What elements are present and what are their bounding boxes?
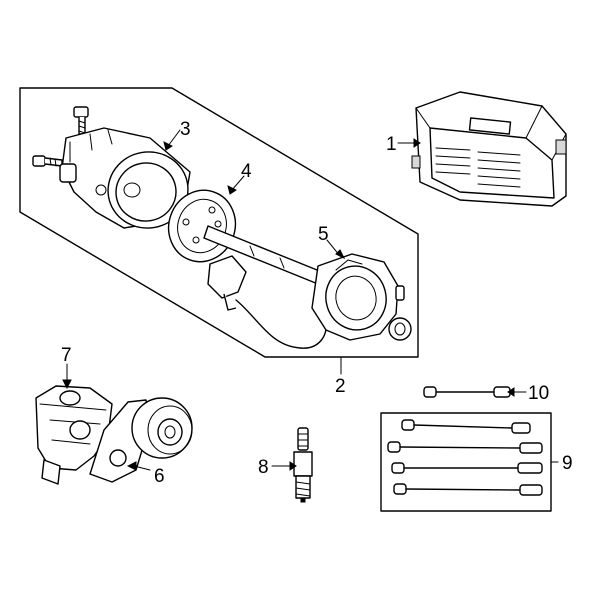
seal-ring [388, 317, 412, 341]
screw-side [32, 155, 63, 167]
callout-3: 3 [180, 119, 191, 140]
leader-4 [231, 175, 245, 191]
callout-6: 6 [154, 466, 165, 487]
distributor-assembly-group [19, 87, 419, 358]
ignition-wire-4 [393, 483, 543, 496]
assembly-boundary [19, 87, 419, 358]
callout-1: 1 [386, 134, 397, 155]
rotor-shaft [167, 189, 323, 285]
leader-lines [62, 129, 559, 471]
callout-5: 5 [318, 224, 329, 245]
module-vents [435, 147, 521, 188]
spark-plug [293, 427, 313, 503]
ignition-coil-assembly [35, 385, 193, 485]
callout-9: 9 [562, 453, 573, 474]
callout-labels: 1 2 3 4 5 6 7 8 9 10 [61, 119, 573, 487]
pickup-housing [311, 253, 405, 341]
ignition-wire-2 [387, 441, 543, 454]
callout-4: 4 [241, 161, 252, 182]
leader-3 [167, 129, 181, 147]
callout-8: 8 [258, 457, 269, 478]
callout-10: 10 [528, 383, 549, 404]
single-ignition-wire [423, 386, 511, 398]
callout-2: 2 [335, 376, 346, 397]
ignition-wire-3 [391, 462, 543, 474]
callout-7: 7 [61, 345, 72, 366]
screw-top [73, 106, 89, 135]
vacuum-unit [207, 255, 327, 349]
control-module [411, 91, 567, 207]
wire-set-box [380, 412, 552, 512]
distributor-cap [59, 127, 191, 229]
leader-6 [133, 465, 151, 471]
ignition-wire-1 [401, 419, 531, 434]
pulley [131, 397, 193, 459]
